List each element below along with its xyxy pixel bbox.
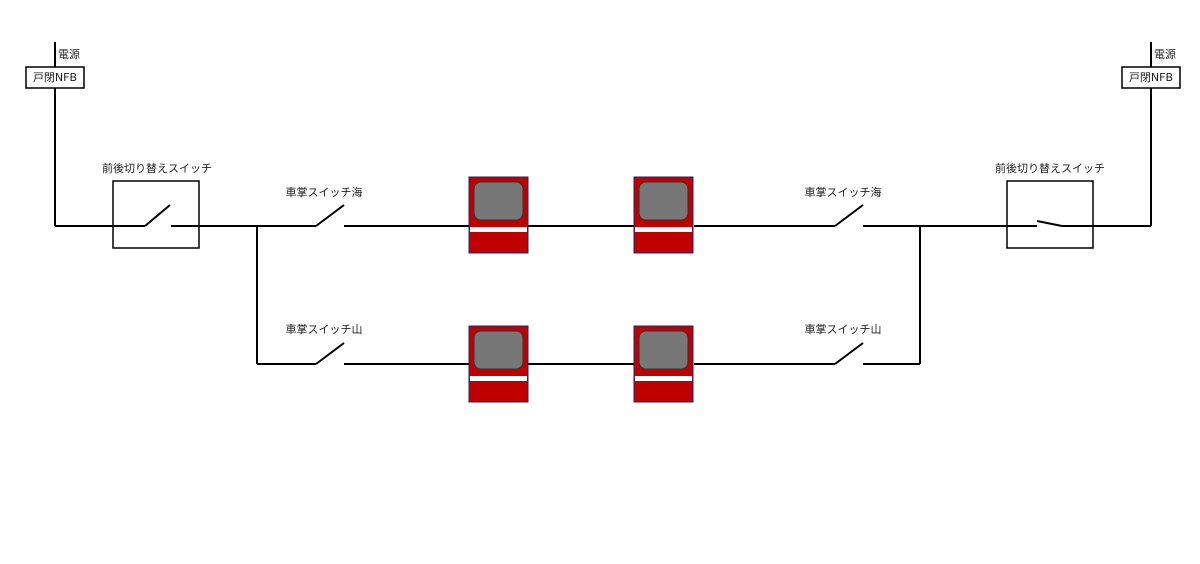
breaker-left-label: 戸閉NFB xyxy=(33,71,77,84)
switch-right-sea-label: 車掌スイッチ海 xyxy=(805,185,882,199)
power-right: 電源 戸閉NFB xyxy=(1121,42,1181,226)
breaker-right-label: 戸閉NFB xyxy=(1129,71,1173,84)
power-left: 電源 戸閉NFB xyxy=(25,42,85,226)
switch-left-sea-contact xyxy=(315,204,345,227)
switch-right-mountain-contact xyxy=(834,342,864,365)
power-left-label: 電源 xyxy=(58,47,80,61)
door-stripe xyxy=(635,376,692,381)
door-window xyxy=(638,330,689,370)
switch-left-sea-label: 車掌スイッチ海 xyxy=(286,185,363,199)
power-right-label: 電源 xyxy=(1154,47,1176,61)
door-upper-2 xyxy=(633,176,694,254)
switch-right-mountain-label: 車掌スイッチ山 xyxy=(805,322,882,336)
door-lower-2 xyxy=(633,325,694,403)
selector-left: 前後切り替えスイッチ xyxy=(55,161,257,249)
door-lower-1 xyxy=(468,325,529,403)
door-window xyxy=(473,330,524,370)
door-stripe xyxy=(470,376,527,381)
selector-left-contact xyxy=(144,204,171,227)
selector-left-box xyxy=(112,180,200,249)
selector-right: 前後切り替えスイッチ xyxy=(920,161,1151,249)
door-window xyxy=(473,181,524,221)
door-stripe xyxy=(635,227,692,232)
switch-right-sea-contact xyxy=(834,204,864,227)
doors-layer xyxy=(468,176,694,403)
switch-left-mountain-contact xyxy=(315,342,345,365)
door-window xyxy=(638,181,689,221)
lower-circuit: 車掌スイッチ山 車掌スイッチ山 xyxy=(257,322,920,365)
selector-right-box xyxy=(1006,180,1094,249)
switch-left-mountain-label: 車掌スイッチ山 xyxy=(286,322,363,336)
door-upper-1 xyxy=(468,176,529,254)
selector-right-contact xyxy=(1036,220,1063,227)
selector-left-label: 前後切り替えスイッチ xyxy=(102,161,212,175)
upper-circuit: 車掌スイッチ海 車掌スイッチ海 xyxy=(257,185,920,227)
door-stripe xyxy=(470,227,527,232)
selector-right-label: 前後切り替えスイッチ xyxy=(995,161,1105,175)
